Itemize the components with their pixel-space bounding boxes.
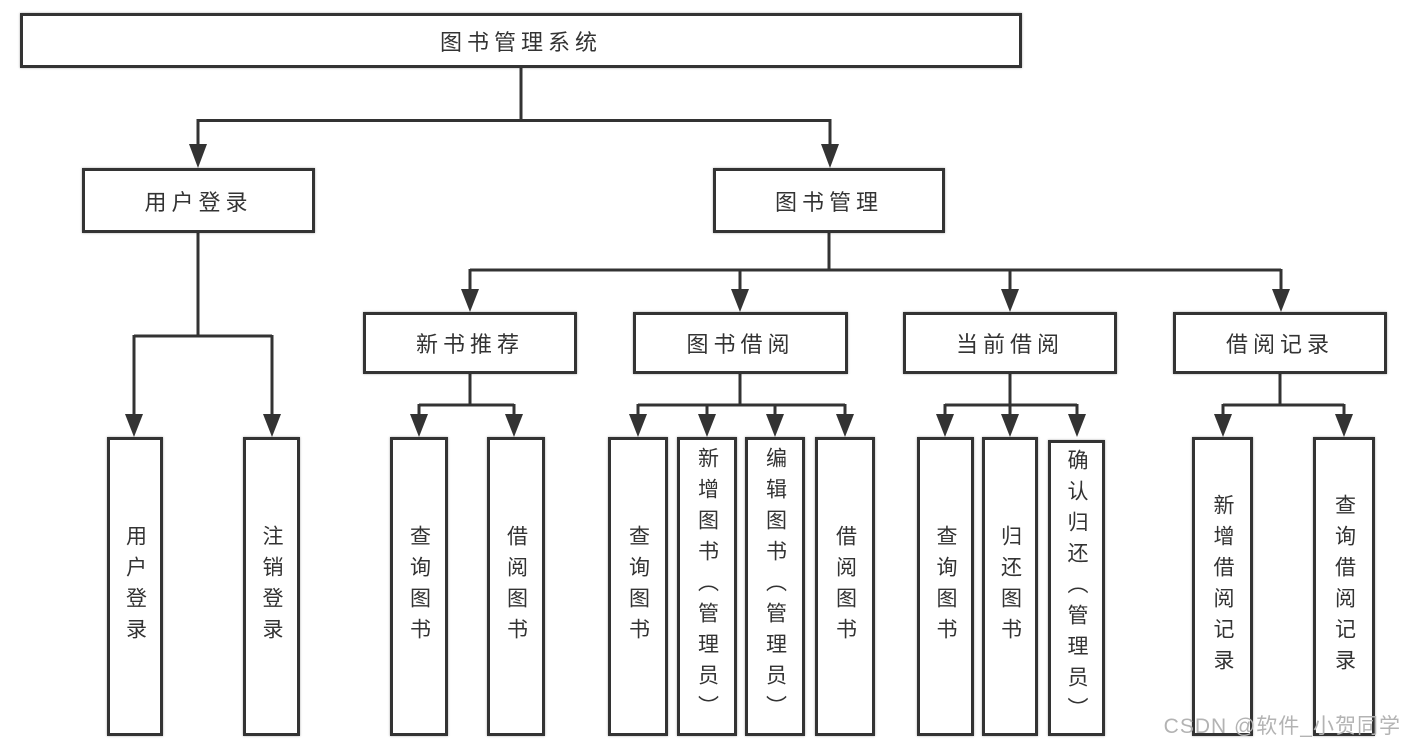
- node-user-login: 用户登录: [82, 168, 315, 233]
- leaf-label: 注销登录: [260, 524, 283, 649]
- leaf-label: 新增借阅记录: [1211, 493, 1234, 680]
- leaf-query-books-3: 查询图书: [917, 437, 974, 736]
- leaf-query-books-1: 查询图书: [390, 437, 448, 736]
- leaf-return-books: 归还图书: [982, 437, 1038, 736]
- leaf-label: 借阅图书: [833, 524, 857, 649]
- node-new-book-recommendation: 新书推荐: [363, 312, 577, 374]
- node-borrowing-records: 借阅记录: [1173, 312, 1387, 374]
- leaf-label: 用户登录: [123, 524, 147, 649]
- node-library-management-system: 图书管理系统: [20, 13, 1022, 68]
- leaf-label: 查询图书: [407, 524, 431, 649]
- leaf-label: 借阅图书: [504, 524, 528, 649]
- leaf-borrow-books-1: 借阅图书: [487, 437, 545, 736]
- leaf-label: 查询借阅记录: [1332, 493, 1356, 680]
- leaf-borrow-books-2: 借阅图书: [815, 437, 875, 736]
- watermark-text: CSDN @软件_小贺同学: [1163, 715, 1401, 738]
- leaf-label: 新增图书（管理员）: [695, 447, 719, 726]
- node-book-management: 图书管理: [713, 168, 945, 233]
- leaf-label: 确认归还（管理员）: [1065, 448, 1088, 728]
- leaf-label: 归还图书: [998, 524, 1022, 649]
- node-book-borrowing: 图书借阅: [633, 312, 848, 374]
- leaf-user-login: 用户登录: [107, 437, 163, 736]
- leaf-label: 查询图书: [626, 524, 650, 649]
- leaf-add-books-admin: 新增图书（管理员）: [677, 437, 737, 736]
- leaf-label: 编辑图书（管理员）: [763, 447, 787, 726]
- leaf-query-borrow-record: 查询借阅记录: [1313, 437, 1375, 736]
- leaf-query-books-2: 查询图书: [608, 437, 668, 736]
- leaf-edit-books-admin: 编辑图书（管理员）: [745, 437, 805, 736]
- leaf-confirm-return-admin: 确认归还（管理员）: [1048, 440, 1105, 736]
- leaf-add-borrow-record: 新增借阅记录: [1192, 437, 1253, 736]
- leaf-logout-login: 注销登录: [243, 437, 300, 736]
- leaf-label: 查询图书: [934, 524, 957, 649]
- node-current-borrowing: 当前借阅: [903, 312, 1117, 374]
